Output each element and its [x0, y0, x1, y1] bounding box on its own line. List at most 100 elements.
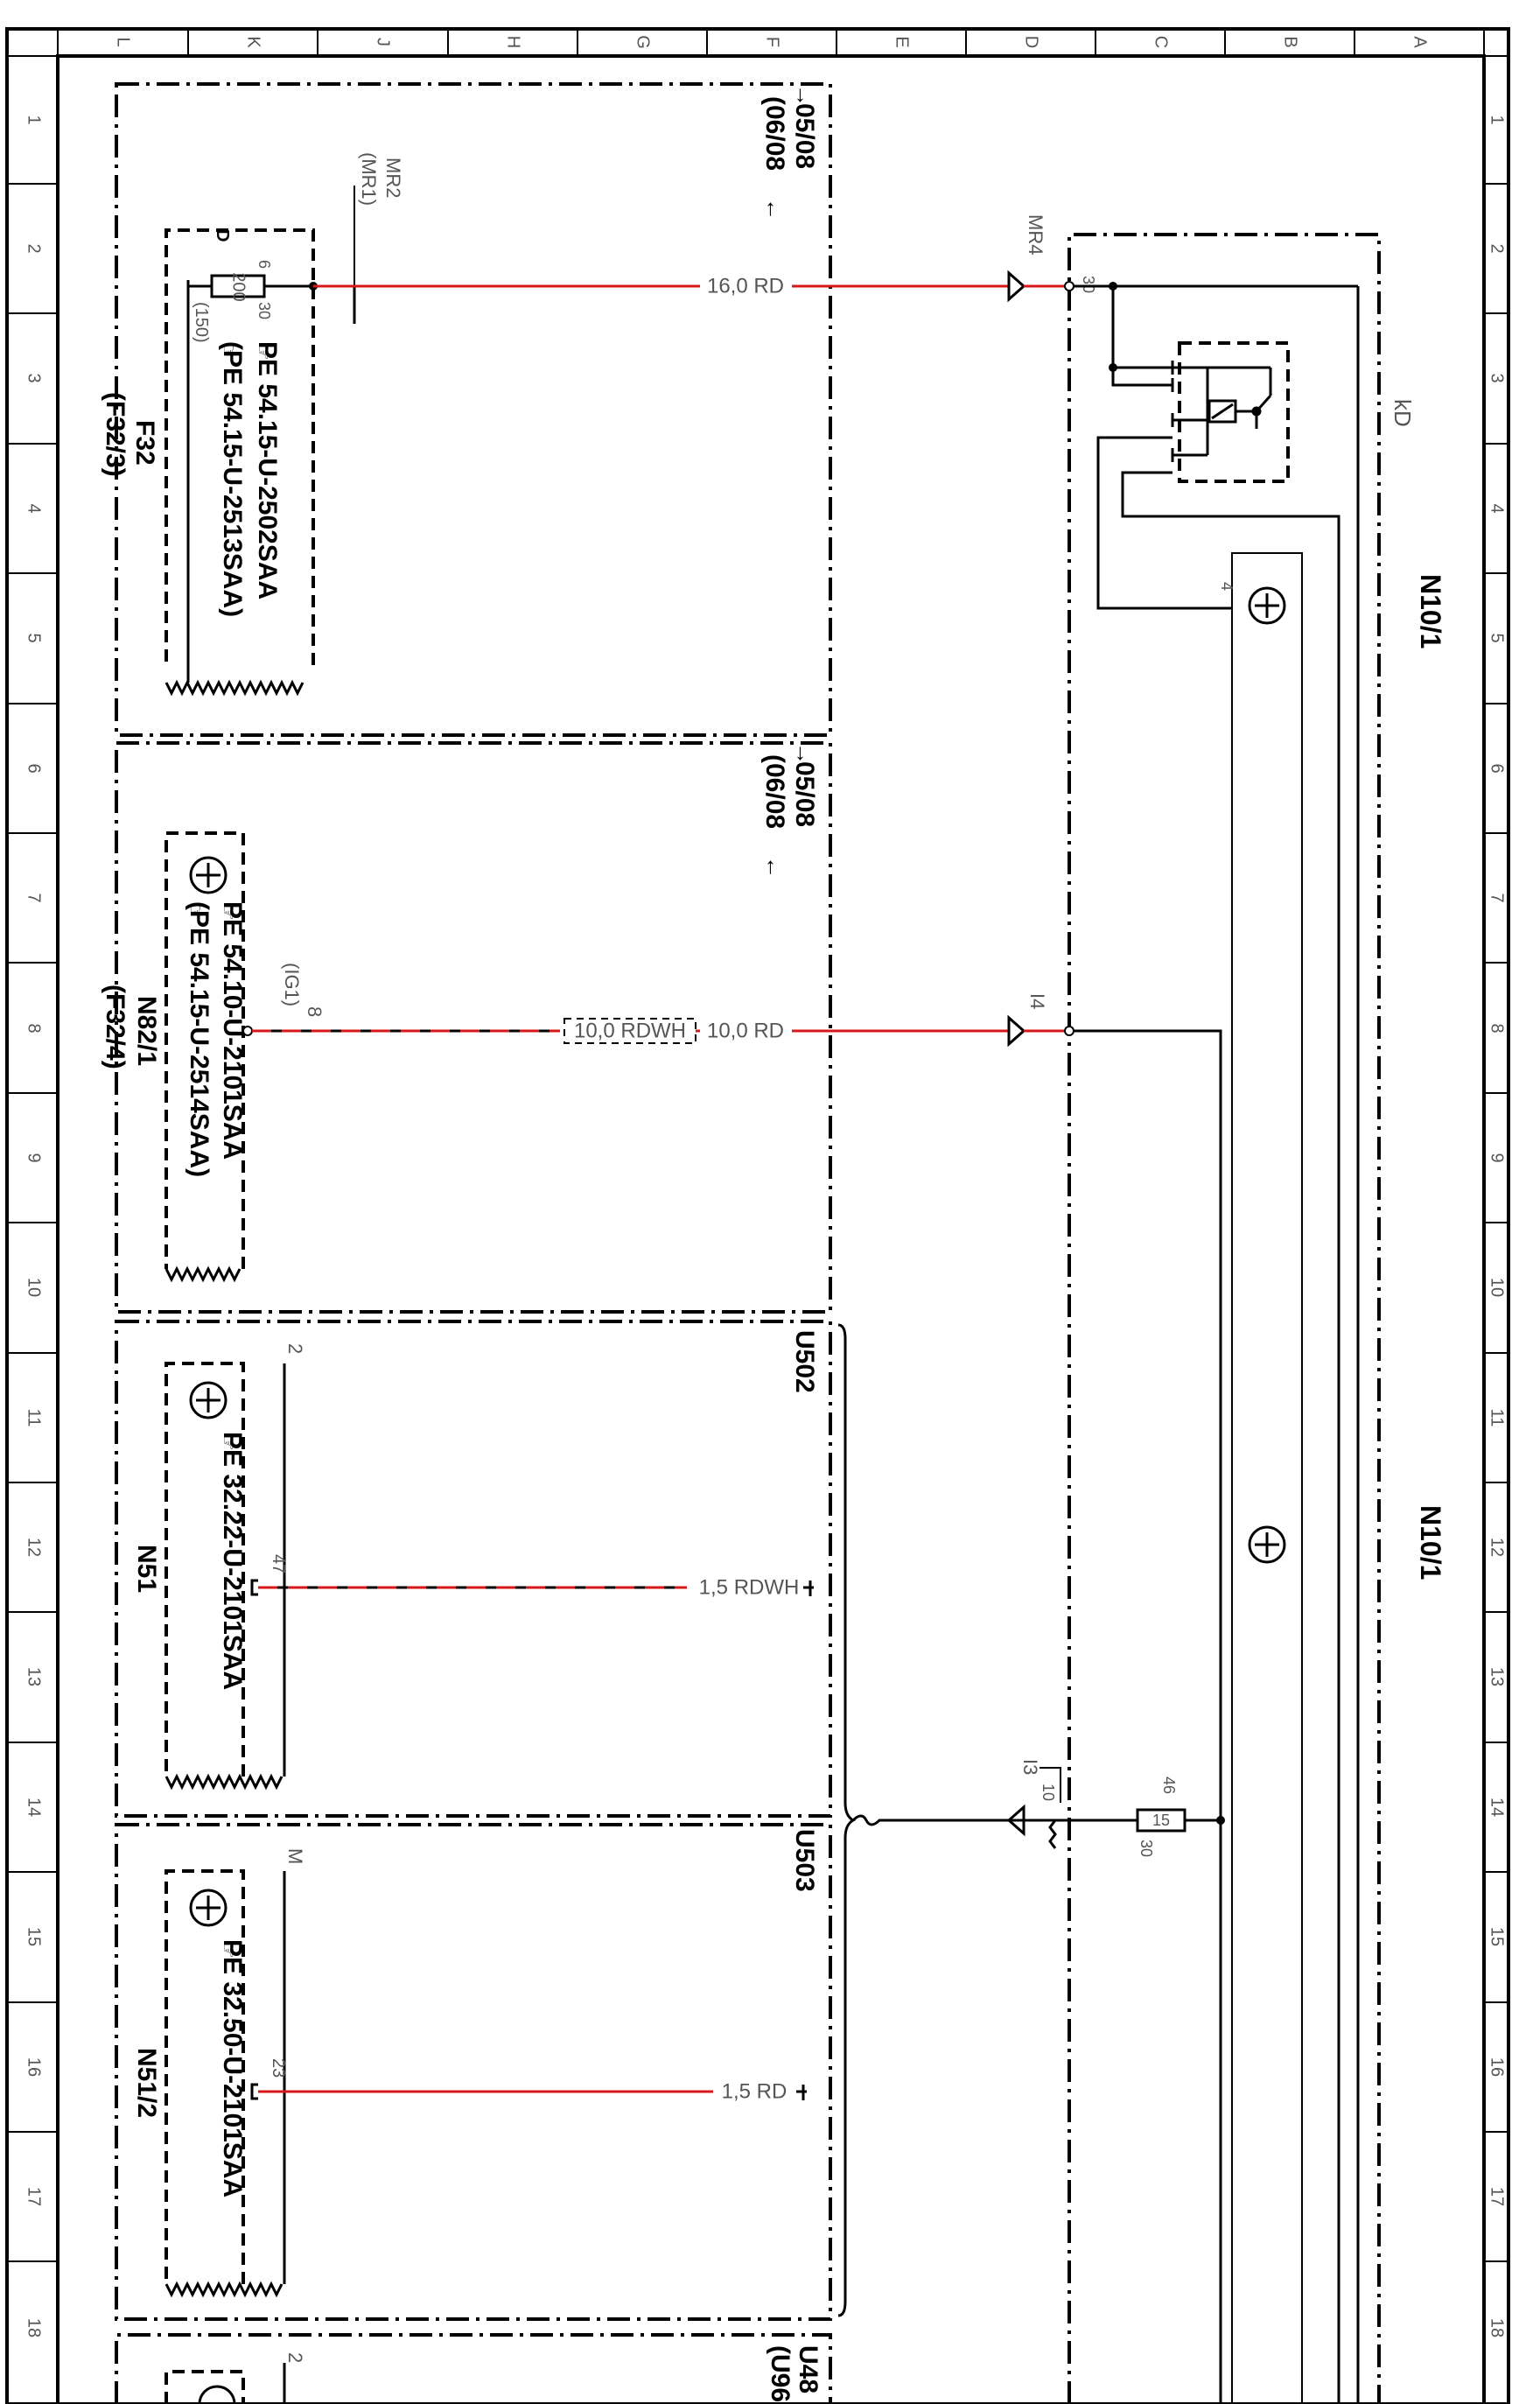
- n51-2-wire-label: 1,5 RD: [722, 2079, 788, 2103]
- n51-2-pin-top: M: [284, 1848, 306, 1864]
- row-label-13-right: 13: [1488, 1667, 1507, 1686]
- row-label-2-right: 2: [1488, 243, 1507, 253]
- outer-frame: [5, 27, 1510, 2404]
- i4-label: I4: [1026, 993, 1048, 1009]
- row-label-15-right: 15: [1488, 1927, 1507, 1946]
- n51-code: U502: [790, 1330, 819, 1393]
- section-n82-border: [115, 741, 832, 1314]
- section-bottom: 2 U48 (U96: [115, 2333, 832, 2404]
- f32-sub-a: (150): [192, 302, 211, 343]
- mr4-label: MR4: [1025, 214, 1046, 255]
- n82-page-ref-alt-arrow: ←: [761, 856, 788, 879]
- row-label-16-left: 16: [24, 2057, 44, 2077]
- n82-pe-secondary: (PE 54.15-U-2514SAA): [185, 901, 214, 1177]
- row-label-4-left: 4: [24, 503, 44, 513]
- row-label-9-left: 9: [24, 1153, 44, 1162]
- fuse-pin-46: 46: [1160, 1777, 1178, 1794]
- f32-page-ref: 05/08: [790, 103, 819, 169]
- col-label-K: K: [244, 36, 263, 48]
- n51-break-mark: [164, 1773, 284, 1791]
- row-label-18-left: 18: [24, 2318, 44, 2337]
- column-index-bar: L K J H G F E D C B A: [7, 29, 1508, 57]
- n82-page-ref: 05/08: [790, 761, 819, 827]
- n51-2-component-name: N51/2: [132, 2048, 161, 2118]
- n51-pe: PE 32.22-U-2101SAA: [218, 1432, 247, 1690]
- f32-component-box: [164, 228, 315, 665]
- row-label-15-left: 15: [24, 1927, 44, 1946]
- section-n82: PE 54.10-U-2101SAA (PE 54.15-U-2514SAA) …: [101, 741, 1009, 1314]
- row-label-3-left: 3: [24, 373, 44, 382]
- n82-hand-icon-2: ☞: [185, 903, 206, 921]
- f32-connector: MR2: [382, 158, 404, 198]
- i3-label: I3: [1019, 1759, 1041, 1775]
- f32-page-ref-arrow: →: [791, 84, 817, 107]
- module-n10: MR4 30 kD 4: [1003, 214, 1446, 2404]
- fuse-pin-30: 30: [1138, 1840, 1155, 1857]
- n82-pe-primary: PE 54.10-U-2101SAA: [218, 901, 247, 1160]
- n82-component-box: [164, 831, 245, 1269]
- row-label-2-left: 2: [24, 243, 44, 253]
- row-label-14-left: 14: [24, 1798, 44, 1817]
- n82-pin-sub: (IG1): [281, 963, 303, 1006]
- f32-component-ref: (F32/3): [101, 392, 130, 477]
- f32-connector-alt: (MR1): [358, 152, 380, 206]
- n82-wire-box: [564, 1018, 696, 1044]
- row-label-1-right: 1: [1488, 115, 1507, 124]
- n51-2-transistor-icon: [189, 1889, 228, 1927]
- pin-4-label: 4: [1218, 582, 1236, 591]
- row-label-6-left: 6: [24, 763, 44, 773]
- row-label-8-right: 8: [1488, 1023, 1507, 1033]
- f32-page-ref-alt-arrow: ←: [761, 198, 788, 221]
- n51-component-name: N51: [132, 1545, 161, 1593]
- f32-pin-mid: 6: [256, 260, 273, 269]
- relay-contacts: [1171, 361, 1272, 462]
- row-index-bars: 1 2 3 4 5 6 7 8 9 10 11 12 13 14 15 16 1…: [7, 115, 1508, 2337]
- pin-30-label: 30: [1080, 276, 1097, 293]
- col-label-J: J: [374, 38, 393, 46]
- row-label-10-left: 10: [24, 1278, 44, 1297]
- row-label-5-right: 5: [1488, 633, 1507, 642]
- n82-component-name: N82/1: [132, 996, 161, 1066]
- bottom-pin-top: 2: [284, 2352, 306, 2363]
- col-label-A: A: [1410, 36, 1430, 48]
- n10-transistor-icon-2: [1248, 1525, 1286, 1564]
- col-label-E: E: [892, 36, 912, 47]
- col-label-C: C: [1152, 36, 1171, 48]
- n51-2-hand-icon: ☞: [218, 1941, 240, 1959]
- n10-inner-module: [1231, 552, 1303, 2404]
- module-n10-border: [1068, 233, 1381, 2404]
- n51-2-pin: 23: [269, 2058, 288, 2078]
- n82-pin-node: [242, 1026, 253, 1036]
- section-f32-border: [115, 82, 832, 737]
- row-label-7-left: 7: [24, 893, 44, 902]
- row-label-16-right: 16: [1488, 2057, 1507, 2077]
- n82-wire-a: 10,0 RDWH: [574, 1019, 686, 1042]
- relay-kd-label: kD: [1390, 399, 1416, 427]
- n51-2-code: U503: [790, 1829, 819, 1892]
- row-label-1-left: 1: [24, 115, 44, 124]
- row-label-17-right: 17: [1488, 2187, 1507, 2206]
- row-label-5-left: 5: [24, 633, 44, 642]
- section-n51-2: PE 32.50-U-2101SAA ☞ N51/2 M 23 1,5 RD U…: [115, 1823, 832, 2321]
- n51-wire-label: 1,5 RDWH: [699, 1575, 800, 1599]
- n82-page-ref-alt: (06/08: [760, 754, 789, 829]
- i4-connector-arrow: [1007, 1014, 1026, 1048]
- row-label-6-right: 6: [1488, 763, 1507, 773]
- n82-break-mark: [164, 1265, 242, 1283]
- bottom-code-2: (U96: [766, 2345, 794, 2402]
- bottom-code-1: U48: [794, 2345, 822, 2393]
- col-label-G: G: [634, 35, 653, 49]
- row-label-18-right: 18: [1488, 2318, 1507, 2337]
- n51-transistor-icon: [189, 1381, 228, 1419]
- row-label-4-right: 4: [1488, 503, 1507, 513]
- n82-transistor-icon: [189, 856, 228, 894]
- row-label-7-right: 7: [1488, 893, 1507, 902]
- row-label-10-right: 10: [1488, 1278, 1507, 1297]
- section-n51: PE 32.22-U-2101SAA ☞ N51 2 47 1,5 RDWH U…: [115, 1320, 832, 1818]
- row-label-13-left: 13: [24, 1667, 44, 1686]
- col-label-H: H: [504, 36, 523, 48]
- n51-component-box: [164, 1362, 245, 1777]
- col-label-F: F: [763, 37, 782, 47]
- n51-pin: 47: [269, 1554, 288, 1573]
- f32-pe-primary: PE 54.15-U-2502SAA: [253, 341, 282, 599]
